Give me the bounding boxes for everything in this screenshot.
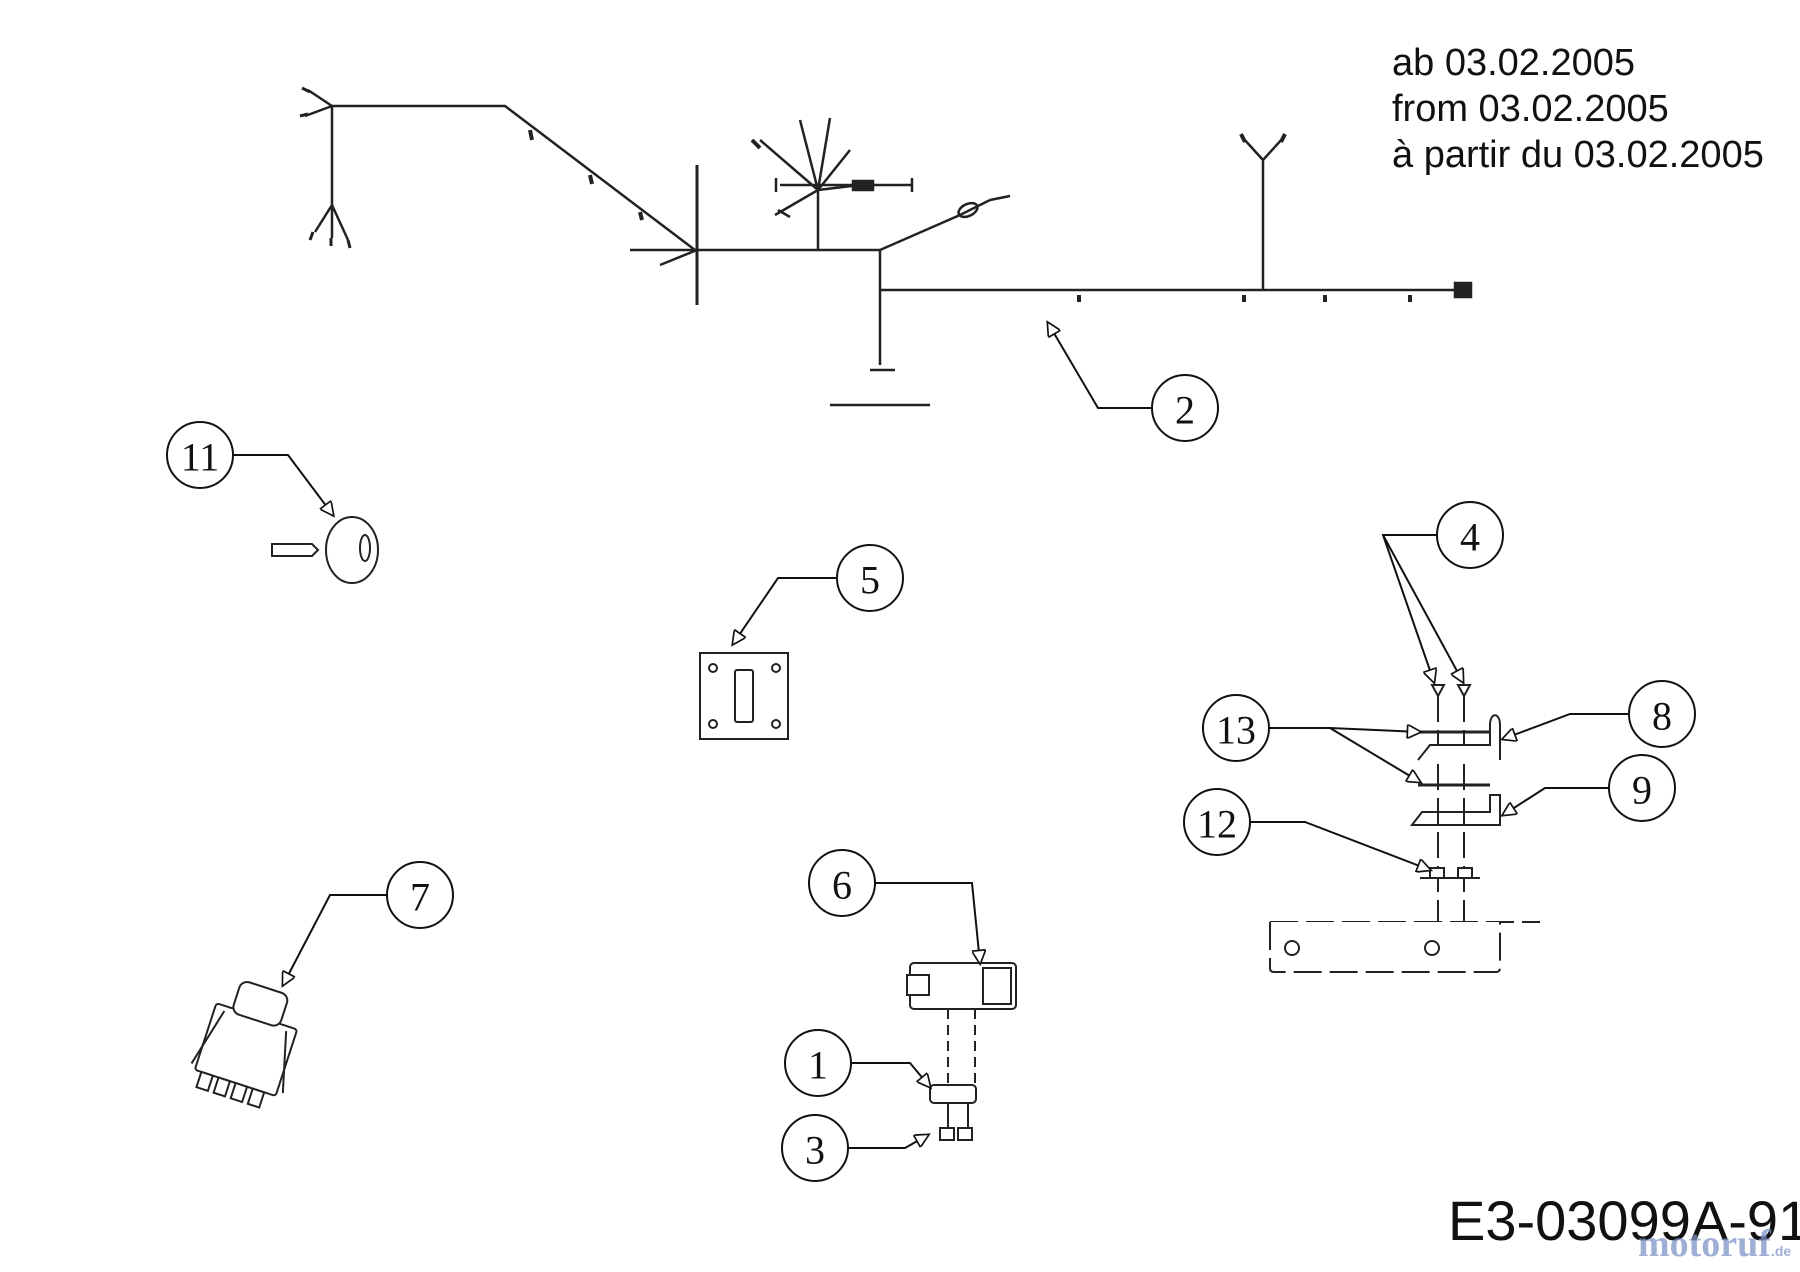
callout-13: 13: [1216, 708, 1256, 753]
switch-plate: [699, 652, 789, 740]
callout-12: 12: [1197, 802, 1237, 847]
watermark-name: motoruf: [1638, 1223, 1771, 1265]
seat-switch: [906, 962, 1017, 1141]
callout-8: 8: [1652, 694, 1672, 739]
callout-11: 11: [181, 435, 220, 480]
callout-6: 6: [832, 863, 852, 908]
callout-9: 9: [1632, 768, 1652, 813]
leader-lines: [232, 323, 1632, 1149]
callout-3: 3: [805, 1128, 825, 1173]
ignition-key: [271, 516, 379, 584]
watermark-logo: motoruf.de: [1638, 1222, 1791, 1266]
watermark-tld: .de: [1770, 1243, 1792, 1259]
validity-de: ab 03.02.2005: [1392, 42, 1636, 84]
pto-switch: [190, 980, 298, 1109]
callout-7: 7: [410, 875, 430, 920]
callout-1: 1: [808, 1043, 828, 1088]
wiring-harness: [299, 86, 1473, 407]
callout-2: 2: [1175, 388, 1195, 433]
validity-en: from 03.02.2005: [1392, 88, 1669, 130]
validity-fr: à partir du 03.02.2005: [1392, 134, 1764, 176]
callout-5: 5: [860, 558, 880, 603]
callout-4: 4: [1460, 515, 1480, 560]
drawing-number: E3-03099A-91: [1448, 1189, 1800, 1252]
validity-dates: ab 03.02.2005 from 03.02.2005 à partir d…: [1392, 40, 1764, 178]
bracket-assembly: [1269, 684, 1540, 973]
callout-circles: [166, 374, 1696, 1182]
